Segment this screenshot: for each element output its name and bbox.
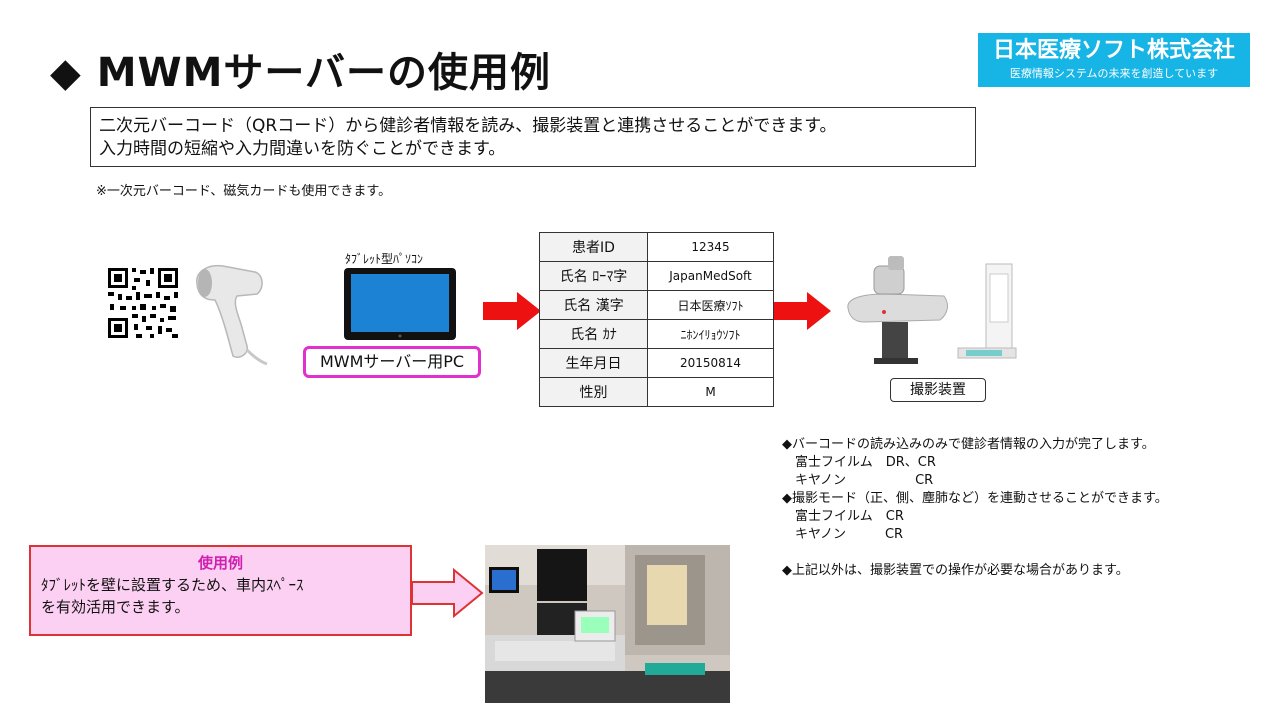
usage-example-callout: 使用例 ﾀﾌﾞﾚｯﾄを壁に設置するため、車内ｽﾍﾟｰｽ を有効活用できます。 bbox=[29, 545, 412, 636]
table-value: 日本医療ｿﾌﾄ bbox=[647, 290, 774, 320]
table-row: 性別 M bbox=[539, 377, 774, 407]
qr-code-icon bbox=[106, 266, 180, 340]
list-item: 富士フイルム DR、CR bbox=[782, 455, 936, 470]
feature-list: ◆バーコードの読み込みのみで健診者情報の入力が完了します。 富士フイルム DR、… bbox=[782, 436, 1168, 580]
vehicle-interior-photo bbox=[485, 545, 730, 703]
callout-title: 使用例 bbox=[197, 554, 243, 572]
table-row: 氏名 ｶﾅ ﾆﾎﾝｲﾘｮｳｿﾌﾄ bbox=[539, 319, 774, 349]
description-line-2: 入力時間の短縮や入力間違いを防ぐことができます。 bbox=[99, 139, 506, 159]
table-row: 患者ID 12345 bbox=[539, 232, 774, 262]
table-row: 氏名 ﾛｰﾏ字 JapanMedSoft bbox=[539, 261, 774, 291]
red-arrow-icon bbox=[483, 292, 541, 330]
list-item bbox=[782, 544, 1168, 562]
table-value: JapanMedSoft bbox=[647, 261, 774, 291]
list-item: ◆撮影モード（正、側、塵肺など）を連動させることができます。 bbox=[782, 491, 1168, 506]
red-arrow-icon bbox=[773, 292, 831, 330]
list-item: 富士フイルム CR bbox=[782, 509, 904, 524]
table-key: 患者ID bbox=[539, 232, 648, 262]
list-item: キヤノン CR bbox=[782, 527, 904, 542]
list-item: ◆バーコードの読み込みのみで健診者情報の入力が完了します。 bbox=[782, 437, 1155, 452]
patient-info-table: 患者ID 12345 氏名 ﾛｰﾏ字 JapanMedSoft 氏名 漢字 日本… bbox=[539, 232, 774, 407]
description-line-1: 二次元バーコード（QRコード）から健診者情報を読み、撮影装置と連携させることがで… bbox=[99, 116, 837, 136]
imaging-device-label: 撮影装置 bbox=[890, 378, 986, 402]
list-item: キヤノン CR bbox=[782, 473, 934, 488]
slide-title: ◆ MWMサーバーの使用例 bbox=[50, 50, 552, 96]
table-value: M bbox=[647, 377, 774, 407]
table-value: 12345 bbox=[647, 232, 774, 262]
callout-body-line-2: を有効活用できます。 bbox=[41, 598, 190, 616]
table-key: 生年月日 bbox=[539, 348, 648, 378]
list-item: ◆上記以外は、撮影装置での操作が必要な場合があります。 bbox=[782, 563, 1129, 578]
brand-logo: 日本医療ソフト株式会社 医療情報システムの未来を創造しています bbox=[978, 33, 1250, 87]
table-key: 氏名 漢字 bbox=[539, 290, 648, 320]
table-key: 氏名 ﾛｰﾏ字 bbox=[539, 261, 648, 291]
tablet-icon bbox=[344, 268, 456, 340]
table-row: 生年月日 20150814 bbox=[539, 348, 774, 378]
barcode-scanner-icon bbox=[196, 264, 268, 366]
brand-tagline: 医療情報システムの未来を創造しています bbox=[1009, 67, 1219, 80]
brand-name: 日本医療ソフト株式会社 bbox=[992, 38, 1235, 63]
note-text: ※一次元バーコード、磁気カードも使用できます。 bbox=[96, 184, 392, 199]
mwm-server-pc-label: MWMサーバー用PC bbox=[303, 346, 481, 378]
table-value: 20150814 bbox=[647, 348, 774, 378]
callout-body-line-1: ﾀﾌﾞﾚｯﾄを壁に設置するため、車内ｽﾍﾟｰｽ bbox=[41, 576, 304, 594]
table-row: 氏名 漢字 日本医療ｿﾌﾄ bbox=[539, 290, 774, 320]
imaging-device-icon bbox=[847, 256, 1017, 364]
pink-arrow-icon bbox=[411, 568, 484, 618]
table-key: 氏名 ｶﾅ bbox=[539, 319, 648, 349]
description-box: 二次元バーコード（QRコード）から健診者情報を読み、撮影装置と連携させることがで… bbox=[90, 107, 976, 167]
table-value: ﾆﾎﾝｲﾘｮｳｿﾌﾄ bbox=[647, 319, 774, 349]
table-key: 性別 bbox=[539, 377, 648, 407]
tablet-caption: ﾀﾌﾞﾚｯﾄ型ﾊﾟｿｺﾝ bbox=[345, 252, 424, 266]
